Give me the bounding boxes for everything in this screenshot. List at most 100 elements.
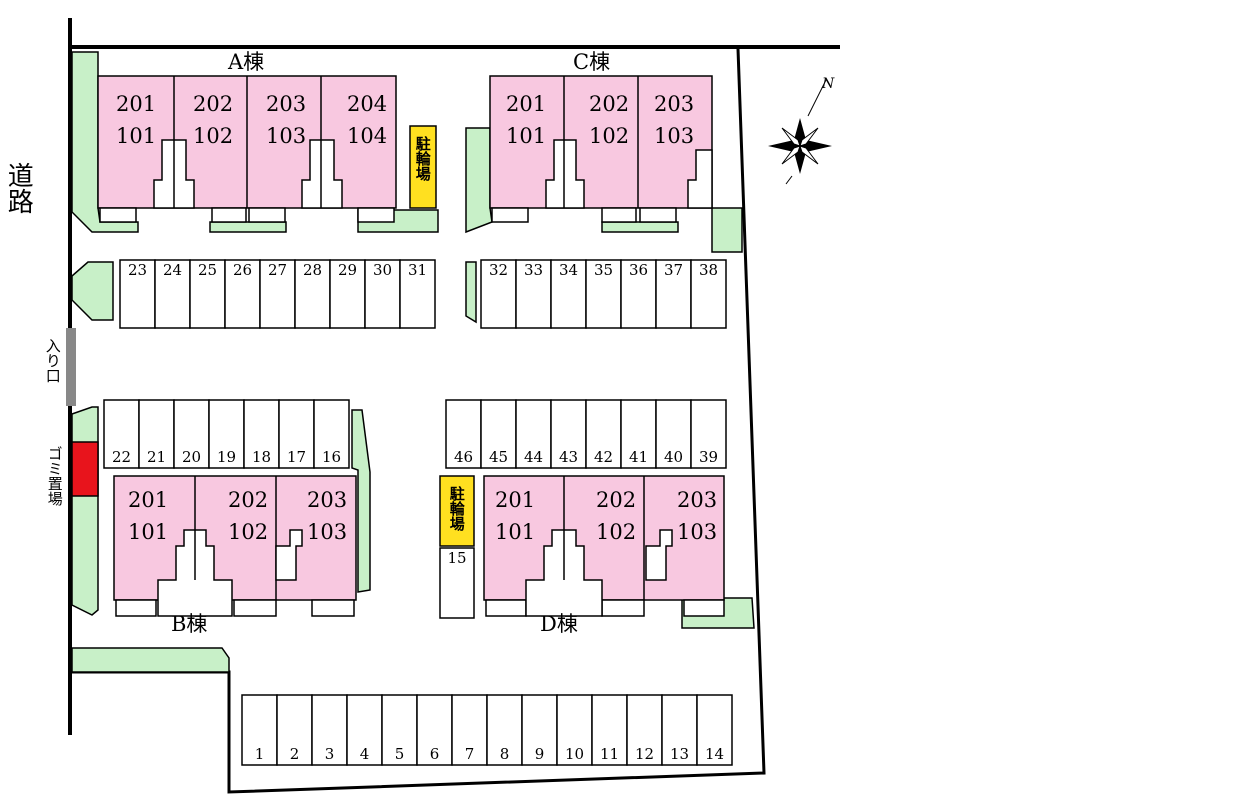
parking-stall-number-21: 21 [146,448,167,466]
unit-a-2-lower: 102 [193,124,234,148]
parking-stall-number-10: 10 [564,745,585,763]
parking-stall-2 [276,694,313,766]
parking-stall-number-22: 22 [111,448,132,466]
building-d-name: D棟 [540,612,578,636]
parking-stall-number-36: 36 [628,261,649,279]
parking-stall-11 [591,694,628,766]
parking-stall-number-15: 15 [447,549,467,567]
unit-c-3-upper: 203 [654,92,695,116]
parking-stall-number-18: 18 [251,448,272,466]
parking-stall-number-5: 5 [394,745,405,763]
parking-stall-18 [243,399,280,469]
parking-stall-37 [655,259,692,329]
parking-stall-19 [208,399,245,469]
unit-a-4-lower: 104 [347,124,388,148]
parking-stall-number-2: 2 [289,745,300,763]
parking-stall-number-45: 45 [488,448,509,466]
green-area-row-a [71,261,114,321]
parking-stall-number-20: 20 [181,448,202,466]
unit-b-3-upper: 203 [307,488,348,512]
unit-d-1-upper: 201 [495,488,536,512]
unit-a-1-lower: 101 [116,124,157,148]
parking-stall-36 [620,259,657,329]
parking-stall-4 [346,694,383,766]
parking-stall-40 [655,399,692,469]
unit-b-3-lower: 103 [307,520,348,544]
bike-parking-d-label: 駐輪場 [447,486,466,531]
parking-stall-number-17: 17 [286,448,307,466]
unit-a-1-upper: 201 [116,92,157,116]
parking-stall-number-16: 16 [321,448,342,466]
garbage-area-label: ゴミ置場 [45,446,64,506]
green-area-c-east [711,207,743,253]
parking-stall-3 [311,694,348,766]
green-area-c-west [465,127,493,234]
road-label: 道路 [3,162,34,214]
parking-stall-number-29: 29 [337,261,358,279]
green-area-c-mid [601,221,679,233]
unit-a-3-lower: 103 [266,124,307,148]
unit-c-2-upper: 202 [589,92,630,116]
parking-stall-number-3: 3 [324,745,335,763]
parking-stall-1 [241,694,278,766]
parking-stall-number-35: 35 [593,261,614,279]
bike-parking-d [439,475,475,547]
parking-stall-38 [690,259,727,329]
parking-stall-number-28: 28 [302,261,323,279]
building-d-footprint [483,475,725,601]
green-area-b-west [71,406,99,616]
building-a-name: A棟 [228,50,265,74]
unit-b-1-upper: 201 [128,488,169,512]
entrance-gate [66,328,76,406]
building-a [97,75,397,223]
building-d [483,475,725,617]
parking-stall-5 [381,694,418,766]
green-area-south [71,647,230,673]
unit-b-2-lower: 102 [228,520,269,544]
parking-stall-number-46: 46 [453,448,474,466]
parking-stall-33 [515,259,552,329]
parking-stall-number-39: 39 [698,448,719,466]
parking-stall-number-13: 13 [669,745,690,763]
building-c [489,75,713,223]
unit-a-2-upper: 202 [193,92,234,116]
parking-stall-number-30: 30 [372,261,393,279]
parking-stall-number-9: 9 [534,745,545,763]
unit-c-1-lower: 101 [506,124,547,148]
unit-c-3-lower: 103 [654,124,695,148]
unit-a-3-upper: 203 [266,92,307,116]
parking-stall-9 [521,694,558,766]
parking-stall-16 [313,399,350,469]
parking-stall-number-23: 23 [127,261,148,279]
unit-d-3-lower: 103 [677,520,718,544]
compass-icon [768,79,832,185]
building-c-footprint [489,75,713,209]
parking-stall-44 [515,399,552,469]
parking-stall-39 [690,399,727,469]
parking-stall-number-7: 7 [464,745,475,763]
parking-stalls [103,259,733,766]
parking-stall-number-8: 8 [499,745,510,763]
garbage-area [71,441,99,497]
bike-parking-a [409,125,437,209]
parking-stall-number-34: 34 [558,261,579,279]
parking-stall-20 [173,399,210,469]
parking-stall-number-38: 38 [698,261,719,279]
parking-stall-46 [445,399,482,469]
entrance-label: 入り口 [43,338,62,383]
parking-stall-17 [278,399,315,469]
parking-stall-number-32: 32 [488,261,509,279]
compass-north-label: N [822,76,835,92]
parking-stall-15 [439,547,475,619]
parking-stall-number-31: 31 [407,261,428,279]
parking-stall-6 [416,694,453,766]
parking-stall-21 [138,399,175,469]
building-b-footprint [113,475,357,601]
unit-b-1-lower: 101 [128,520,169,544]
unit-d-1-lower: 101 [495,520,536,544]
parking-stall-number-4: 4 [359,745,370,763]
parking-stall-7 [451,694,488,766]
parking-stall-45 [480,399,517,469]
